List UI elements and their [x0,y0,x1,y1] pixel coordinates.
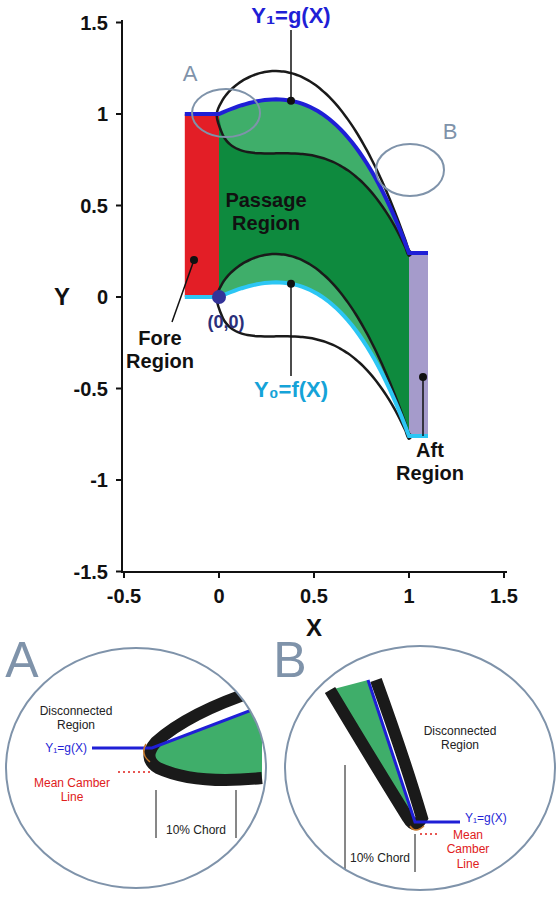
region-label: Passage Region [211,189,321,235]
note-label: Disconnected Region [415,724,505,753]
tick-label: 0 [213,585,224,608]
leader-line [172,260,194,322]
curve-label: Y₀=f(X) [254,377,328,402]
tick-label: 1 [97,103,108,126]
leader-line [290,30,292,101]
leader-dot [419,373,427,381]
tick-mark [116,113,122,115]
aft-region [409,253,428,436]
tick-mark [116,296,122,298]
dimension-label: 10% Chord [166,823,226,837]
chord-mark [156,790,157,838]
note-label: Disconnected Region [31,704,121,733]
tick-label: 0.5 [80,194,108,217]
detail-ring [285,646,555,890]
tick-mark [313,572,315,578]
detail-ring [376,144,444,196]
curve-label: Y₁=g(X) [251,3,330,28]
lower-boundary [185,282,428,436]
tick-label: 0.5 [300,585,328,608]
tick-mark [116,22,122,24]
tick-label: -0.5 [107,585,141,608]
detail-b [330,680,460,872]
camber-line [118,771,152,773]
curve-label: Y₁=g(X) [45,741,87,755]
tick-label: 1.5 [490,585,518,608]
leader-line [290,284,292,376]
tick-label: -0.5 [74,377,108,400]
tick-label: -1 [90,469,108,492]
tick-mark [218,572,220,578]
chord-mark [415,834,416,872]
detail-a [92,690,262,838]
region-label: Fore Region [115,327,205,373]
leader-line [422,377,424,436]
camber-line [420,833,440,835]
blade-half [219,254,409,436]
detail-letter: A [5,635,38,685]
tick-label: 0 [97,286,108,309]
tick-mark [123,572,125,578]
origin-dot [212,290,226,304]
tick-mark [116,479,122,481]
tick-mark [116,388,122,390]
tick-mark [116,571,122,573]
origin-label: (0,0) [207,312,244,333]
tick-mark [408,572,410,578]
region-label: Aft Region [390,439,470,485]
tick-label: 1 [403,585,414,608]
upper-boundary [185,99,428,253]
leader-dot [287,280,295,288]
note-label: Mean Camber Line [443,828,493,871]
disconnected-mark [144,744,150,762]
tick-label: 1.5 [80,11,108,34]
disconnected-mark [410,826,424,830]
detail-letter: B [273,635,306,685]
chord-mark [345,765,346,872]
axis-label: Y [54,283,70,311]
tick-label: -1.5 [74,560,108,583]
detail-ring [192,89,260,137]
dimension-label: 10% Chord [350,851,410,865]
tick-mark [503,572,505,578]
upper-boundary [92,706,262,748]
leader-dot [287,97,295,105]
detail-callout: B [443,119,458,144]
axis-label: X [306,614,322,642]
detail-callout: A [183,61,198,86]
chord-mark [236,790,237,838]
note-label: Mean Camber Line [32,776,112,805]
tick-mark [116,205,122,207]
detail-ring [6,648,266,888]
blade-outline [217,254,412,439]
curve-label: Y₁=g(X) [465,811,507,825]
leader-dot [190,256,198,264]
